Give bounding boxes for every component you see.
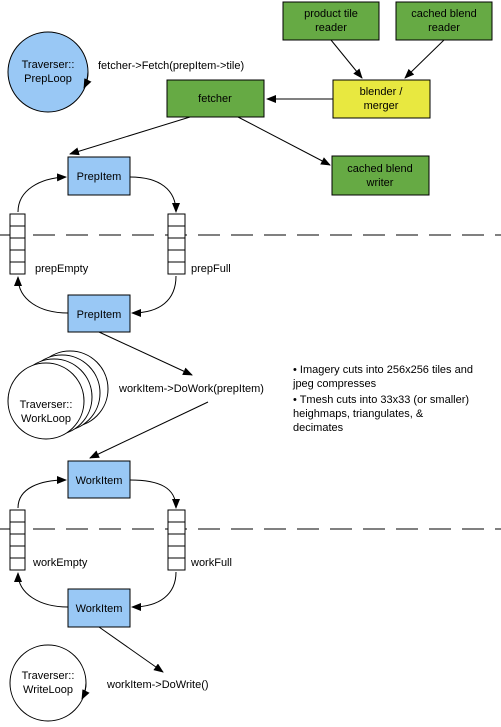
arrow-workitem-to-workempty [14, 572, 69, 608]
write-loop-node: Traverser:: WriteLoop [9, 644, 87, 722]
blender-merger-box: blender / merger [332, 79, 431, 119]
arrow-prepitem-to-dowork [98, 331, 193, 376]
prep-full-queue [167, 213, 186, 275]
work-item-top-label: WorkItem [76, 475, 123, 487]
arrow-workfull-to-workitem [131, 571, 177, 611]
work-item-top-box: WorkItem [67, 460, 131, 499]
blender-merger-label-line2: merger [364, 100, 399, 112]
note-imagery-line2: jpeg compresses [292, 378, 377, 390]
do-write-call-label: workItem->DoWrite() [106, 679, 209, 691]
prep-item-top-label: PrepItem [77, 171, 122, 183]
cached-blend-writer-label-line2: writer [366, 177, 394, 189]
arrow-dowork-to-workitem [89, 401, 209, 459]
work-empty-label: workEmpty [32, 557, 88, 569]
work-item-bottom-box: WorkItem [67, 588, 131, 628]
notes: • Imagery cuts into 256x256 tiles and jp… [292, 364, 473, 434]
product-tile-reader-label-line1: product tile [304, 8, 358, 20]
prep-item-top-box: PrepItem [67, 156, 131, 196]
do-work-call-label: workItem->DoWork(prepItem) [118, 383, 264, 395]
blender-merger-label-line1: blender / [360, 86, 404, 98]
cached-blend-reader-label-line1: cached blend [411, 8, 476, 20]
arrow-workitem-to-workfull [129, 479, 180, 509]
arrow-prepfull-to-prepitem [131, 275, 177, 317]
prep-loop-label-line2: PrepLoop [24, 73, 72, 85]
prep-item-bottom-box: PrepItem [67, 294, 131, 333]
note-tmesh-line2: heighmaps, triangulates, & [293, 408, 424, 420]
fetch-call-label: fetcher->Fetch(prepItem->tile) [98, 60, 244, 72]
work-loop-label-line1: Traverser:: [20, 399, 73, 411]
work-full-label: workFull [190, 557, 232, 569]
arrow-workempty-to-workitem [17, 476, 67, 509]
work-item-bottom-label: WorkItem [76, 603, 123, 615]
fetcher-label: fetcher [198, 93, 232, 105]
arrow-fetcher-to-writer [237, 116, 331, 166]
write-loop-label-line1: Traverser:: [22, 670, 75, 682]
arrow-fetcher-to-prepitem [69, 116, 191, 156]
note-imagery-line1: • Imagery cuts into 256x256 tiles and [293, 364, 473, 376]
cached-blend-writer-label-line1: cached blend [347, 163, 412, 175]
cached-blend-reader-box: cached blend reader [395, 1, 493, 41]
write-loop-label-line2: WriteLoop [23, 684, 73, 696]
arrow-product-reader-to-blender [330, 39, 363, 79]
product-tile-reader-label-line2: reader [315, 22, 347, 34]
prep-empty-queue [9, 213, 26, 275]
prep-empty-label: prepEmpty [35, 263, 89, 275]
note-tmesh-line1: • Tmesh cuts into 33x33 (or smaller) [293, 394, 469, 406]
prep-item-bottom-label: PrepItem [77, 309, 122, 321]
arrow-prepitem-to-prepfull [129, 176, 180, 213]
arrow-blend-reader-to-blender [404, 39, 445, 79]
work-empty-queue [9, 509, 26, 571]
arrow-workitem-to-dowrite [98, 626, 164, 673]
arrow-prepempty-to-prepitem [17, 173, 67, 213]
cached-blend-reader-label-line2: reader [428, 22, 460, 34]
work-full-queue [167, 509, 186, 571]
write-loop-self-arrow [81, 682, 90, 700]
arrow-prepitem-to-prepempty [14, 276, 69, 314]
prep-full-label: prepFull [191, 263, 231, 275]
work-loop-label-line2: WorkLoop [21, 413, 71, 425]
prep-loop-node: Traverser:: PrepLoop [7, 31, 89, 113]
prep-loop-self-arrow [83, 71, 92, 89]
work-loop-node: Traverser:: WorkLoop [7, 350, 109, 440]
prep-loop-label-line1: Traverser:: [22, 59, 75, 71]
cached-blend-writer-box: cached blend writer [331, 155, 430, 196]
product-tile-reader-box: product tile reader [282, 1, 380, 41]
fetcher-box: fetcher [166, 79, 265, 118]
note-tmesh-line3: decimates [293, 422, 344, 434]
